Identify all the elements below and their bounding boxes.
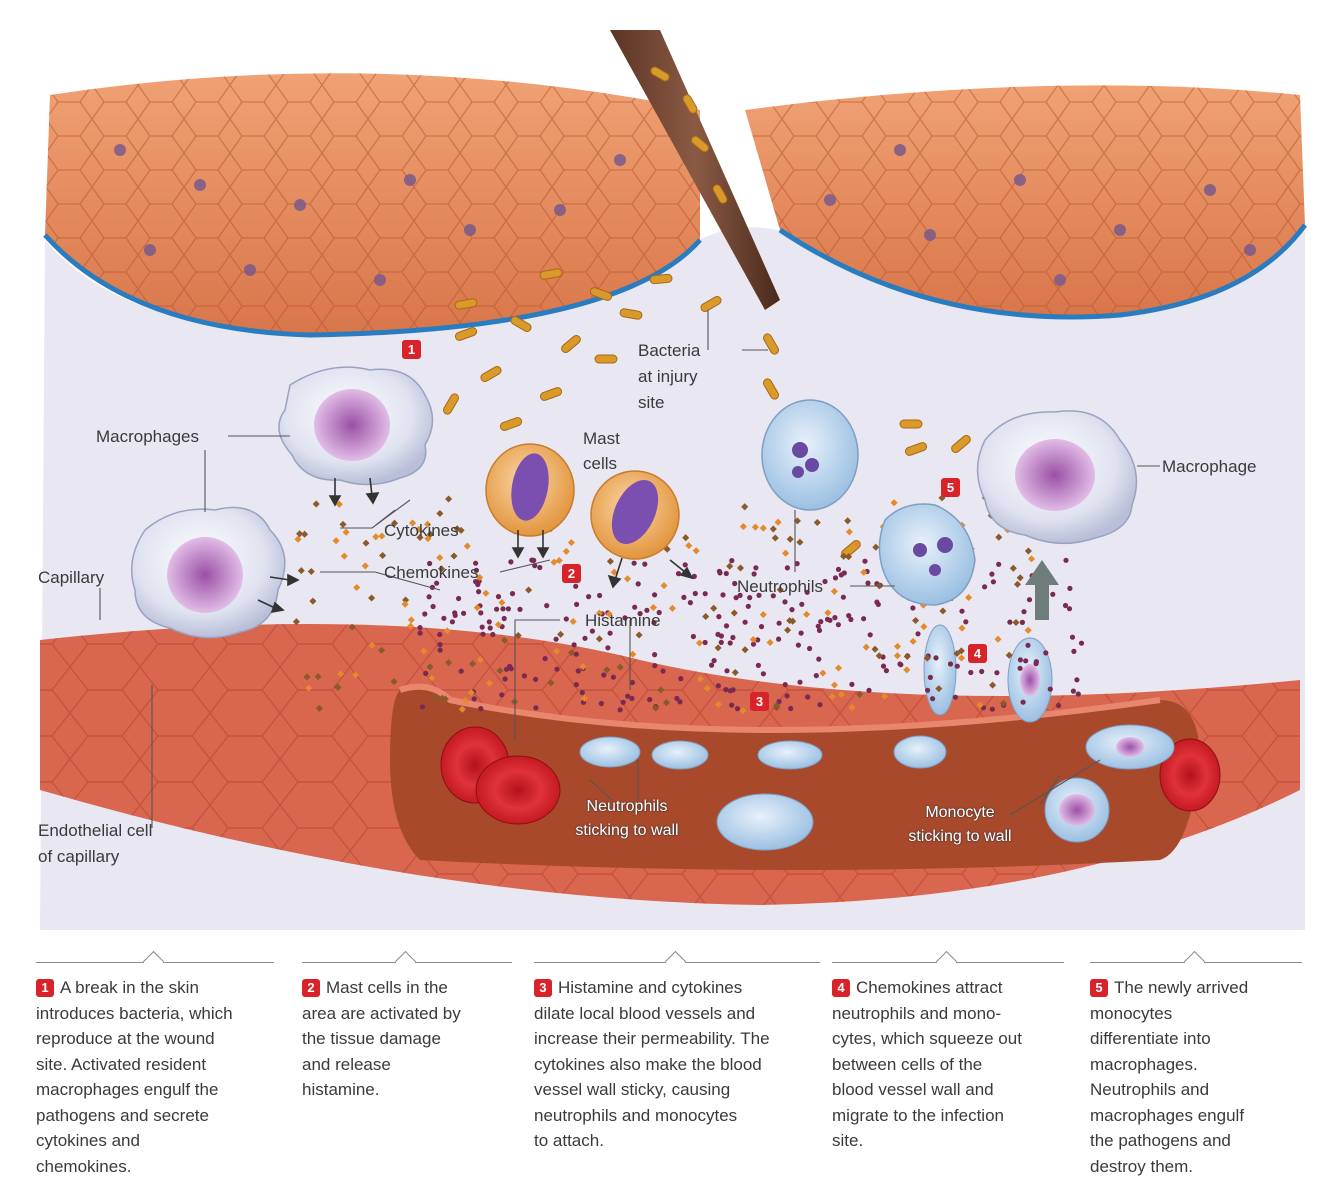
label-capillary: Capillary [38,568,105,587]
step-4-line: between cells of the [832,1054,983,1074]
skin-layer [43,73,1308,338]
step-marker-5: 5 [941,478,960,497]
step-5-line: the pathogens and [1090,1131,1231,1150]
step-marker-4: 4 [968,644,987,663]
label-mast-cells-line-2: cells [583,454,618,473]
step-4-line: site. [832,1131,864,1150]
label-neutrophils-wall-line-1: Neutrophils [586,798,668,815]
mast-cells [485,443,680,560]
differentiation-arrow [1025,560,1059,620]
bacteria-group [443,66,971,558]
step-5-line: macrophages. [1090,1054,1198,1074]
label-monocyte-wall-line-2: sticking to wall [908,828,1012,845]
step-caption-3: 3 Histamine and cytokines dilate local bl… [534,950,820,1154]
step-caption-4: 4 Chemokines attract neutrophils and mono… [832,950,1064,1154]
leader-lines [99,310,1160,828]
step-3-line: neutrophils and monocytes [534,1105,738,1125]
macrophage-cells [130,366,1138,639]
label-macrophage: Macrophage [1162,457,1257,476]
label-bacteria-line-3: site [638,393,665,412]
label-monocyte-wall-line-1: Monocyte [925,804,995,821]
step-5-line: macrophages engulf [1090,1105,1245,1125]
label-bacteria-line-1: Bacteria [638,341,701,360]
step-number-3: 3 [534,979,552,997]
step-2-line: Mast cells in the [326,978,448,997]
label-bacteria-line-2: at injury [638,367,698,386]
label-endothelial-line-1: Endothelial cell [38,821,153,840]
step-number-4: 4 [832,979,850,997]
step-5-line: destroy them. [1090,1156,1193,1176]
step-4-line: neutrophils and mono- [832,1003,1002,1023]
step-1-line: macrophages engulf the [36,1080,219,1099]
step-2-line: area are activated by [302,1003,461,1023]
label-cytokines: Cytokines [384,521,459,540]
step-5-line: The newly arrived [1114,978,1249,997]
step-4-line: cytes, which squeeze out [832,1029,1022,1048]
label-endothelial-line-2: of capillary [38,847,120,866]
step-3-line: dilate local blood vessels and [534,1003,756,1023]
skin-cell-nuclei [114,144,1256,286]
step-1-line: reproduce at the wound [36,1029,215,1048]
step-1-line: introduces bacteria, which [36,1003,233,1023]
step-marker-2: 2 [562,564,581,583]
step-5-line: Neutrophils and [1090,1080,1210,1099]
step-5-line: monocytes [1090,1003,1173,1023]
arrows [257,477,694,614]
step-number-2: 2 [302,979,320,997]
step-marker-1: 1 [402,340,421,359]
splinter [610,30,780,310]
neutrophil-cells [761,399,976,606]
label-histamine: Histamine [585,611,661,630]
step-2-line: and release [302,1054,391,1074]
step-3-line: vessel wall sticky, causing [534,1080,731,1099]
step-caption-5: 5 The newly arrived monocytes differentia… [1090,950,1302,1179]
step-marker-3: 3 [750,692,769,711]
red-blood-cells [440,726,1221,825]
step-4-line: Chemokines attract [856,978,1003,997]
step-1-line: site. Activated resident [36,1054,207,1074]
label-macrophages: Macrophages [96,427,200,446]
label-chemokines: Chemokines [384,563,479,582]
step-4-line: migrate to the infection [832,1105,1004,1125]
step-5-line: differentiate into [1090,1029,1211,1048]
inflammation-illustration [40,30,1308,930]
step-3-line: increase their permeability. The [534,1029,770,1048]
label-neutrophils-wall-line-2: sticking to wall [575,822,679,839]
step-caption-2: 2 Mast cells in the area are activated by… [302,950,512,1103]
step-1-line: pathogens and secrete [36,1105,209,1125]
step-3-line: cytokines also make the blood [534,1054,762,1074]
molecule-particles [292,494,1085,715]
label-neutrophils: Neutrophils [737,577,823,596]
step-2-line: histamine. [302,1080,380,1099]
step-caption-1: 1 A break in the skin introduces bacteria… [36,950,274,1179]
label-mast-cells-line-1: Mast [583,429,620,448]
step-number-1: 1 [36,979,54,997]
lumen-cells [579,624,1175,851]
step-3-line: Histamine and cytokines [558,978,743,997]
step-1-line: chemokines. [36,1156,132,1176]
step-2-line: the tissue damage [302,1029,441,1048]
step-3-line: to attach. [534,1131,604,1150]
step-4-line: blood vessel wall and [832,1080,994,1099]
step-1-line: A break in the skin [60,978,199,997]
step-number-5: 5 [1090,979,1108,997]
step-1-line: cytokines and [36,1131,140,1150]
